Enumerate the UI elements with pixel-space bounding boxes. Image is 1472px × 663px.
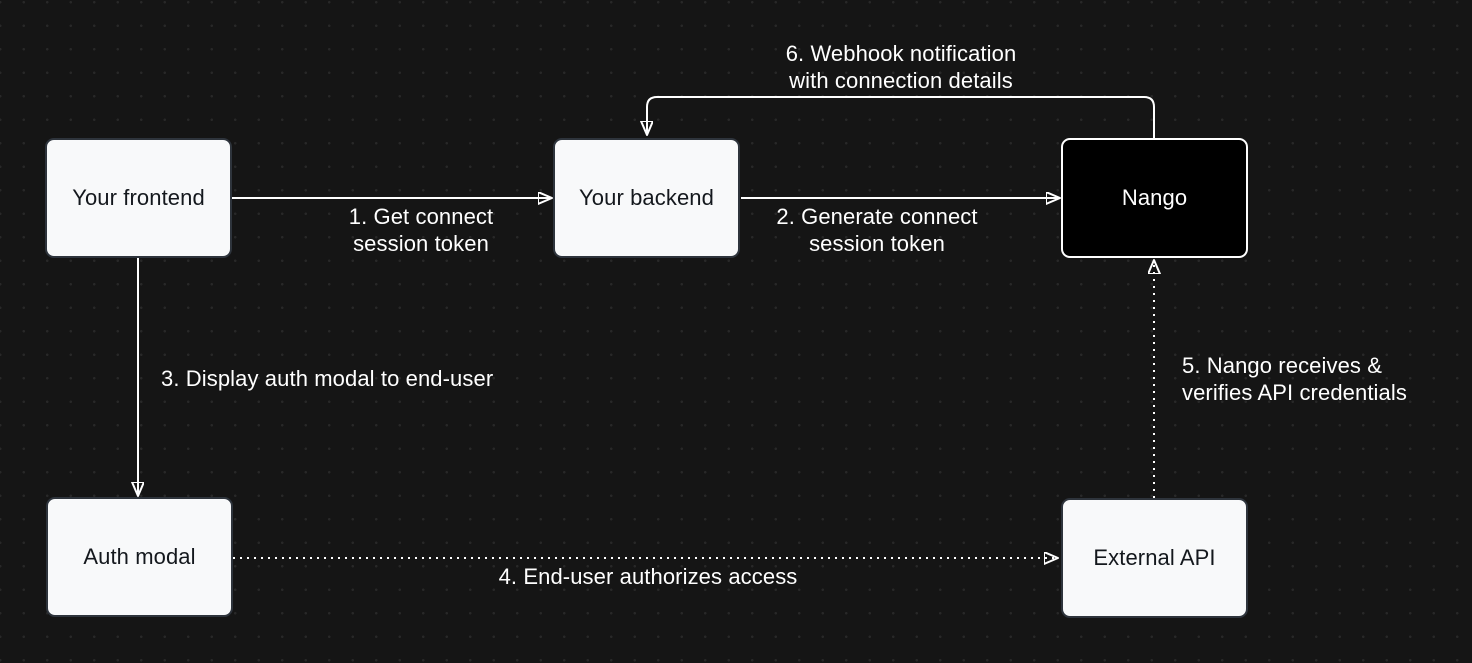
node-nango: Nango [1061,138,1248,258]
edge-webhook-notification [647,96,1155,139]
node-auth-modal: Auth modal [46,497,233,617]
node-your-frontend-label: Your frontend [72,185,205,210]
edge-label-get-connect-session-token: 1. Get connect session token [348,204,494,256]
node-auth-modal-label: Auth modal [83,544,196,569]
node-external-api: External API [1061,498,1248,618]
edge-label-display-auth-modal: 3. Display auth modal to end-user [161,366,494,391]
edge-label-webhook-notification: 6. Webhook notification with connection … [785,41,1017,93]
edge-label-nango-verifies-credentials: 5. Nango receives & verifies API credent… [1182,353,1407,405]
edge-label-generate-connect-session-token: 2. Generate connect session token [776,204,978,256]
node-your-backend-label: Your backend [579,185,714,210]
node-nango-label: Nango [1121,185,1188,210]
node-your-frontend: Your frontend [45,138,232,258]
edge-label-end-user-authorizes: 4. End-user authorizes access [498,564,798,589]
node-your-backend: Your backend [553,138,740,258]
node-external-api-label: External API [1093,545,1216,570]
